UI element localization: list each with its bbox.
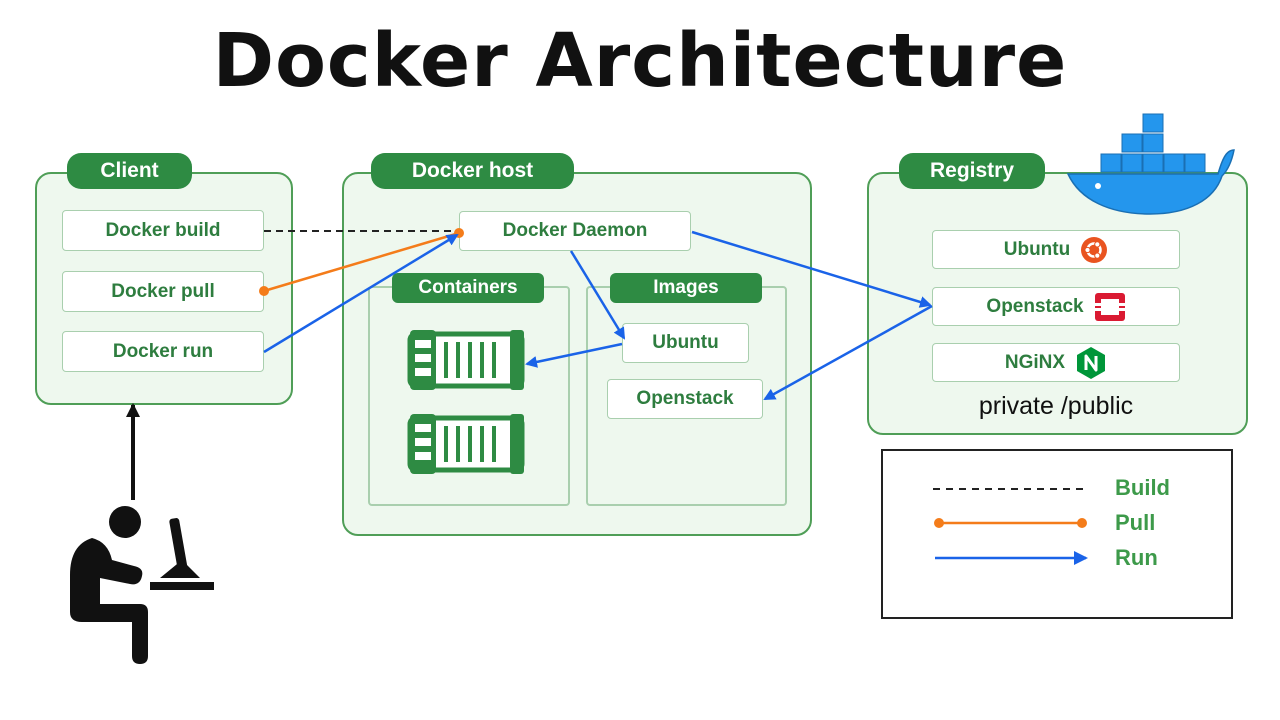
docker-daemon-box: Docker Daemon [459, 211, 691, 251]
legend-pull-label: Pull [1115, 510, 1156, 535]
docker-daemon-label: Docker Daemon [502, 220, 648, 241]
docker-pull-label: Docker pull [111, 280, 215, 302]
image-ubuntu-label: Ubuntu [652, 332, 719, 353]
registry-caption: private /public [978, 392, 1134, 420]
docker-run-label: Docker run [112, 340, 214, 362]
legend-pull-line [934, 518, 1087, 528]
docker-run-box: Docker run [62, 331, 264, 372]
registry-ubuntu-box: Ubuntu [932, 230, 1180, 269]
openstack-icon [1093, 292, 1126, 321]
legend-build-label: Build [1115, 475, 1170, 500]
registry-openstack-box: Openstack [932, 287, 1180, 326]
page-title: Docker Architecture [212, 18, 1068, 104]
docker-build-box: Docker build [62, 210, 264, 251]
docker-build-label: Docker build [105, 219, 221, 241]
registry-ubuntu-label: Ubuntu [1003, 238, 1071, 260]
legend-run-label: Run [1115, 545, 1158, 570]
image-openstack-box: Openstack [607, 379, 763, 419]
registry-openstack-label: Openstack [986, 295, 1084, 317]
docker-pull-box: Docker pull [62, 271, 264, 312]
containers-label: Containers [392, 273, 544, 303]
containers-panel [368, 286, 570, 506]
images-label: Images [610, 273, 762, 303]
user-at-computer-icon [70, 506, 214, 664]
registry-label: Registry [899, 153, 1045, 189]
registry-nginx-label: NGiNX [1004, 351, 1066, 373]
image-openstack-label: Openstack [636, 388, 734, 409]
client-label: Client [67, 153, 192, 189]
registry-nginx-box: NGiNX [932, 343, 1180, 382]
legend: Build Pull Run [881, 449, 1233, 619]
legend-keys [933, 488, 1088, 565]
nginx-icon [1077, 346, 1106, 379]
ubuntu-icon [1081, 236, 1108, 263]
docker-host-label: Docker host [371, 153, 574, 189]
image-ubuntu-box: Ubuntu [622, 323, 749, 363]
